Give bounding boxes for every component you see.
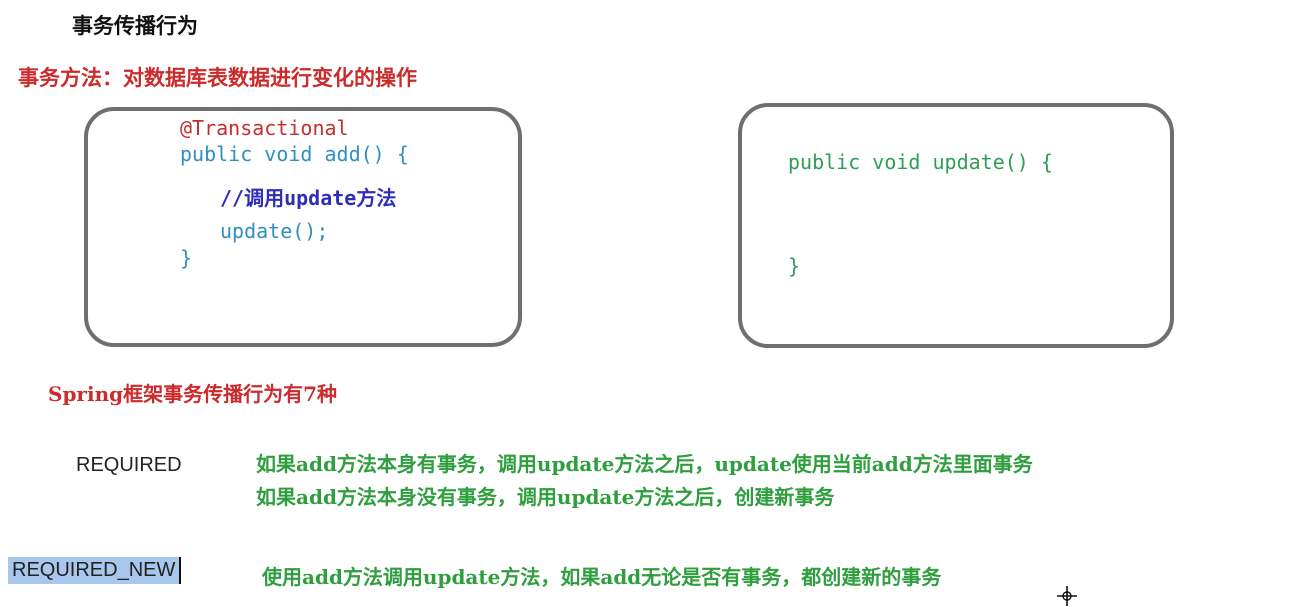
update-method-close-brace: }: [788, 254, 801, 278]
add-method-signature: public void add() {: [180, 142, 409, 166]
required-description-line-1: 如果add方法本身有事务，调用update方法之后，update使用当前add方…: [256, 452, 1033, 476]
spring-propagation-heading: Spring框架事务传播行为有7种: [48, 382, 338, 406]
update-method-box: [738, 103, 1174, 348]
add-method-close-brace: }: [180, 246, 193, 270]
required-description-line-2: 如果add方法本身没有事务，调用update方法之后，创建新事务: [256, 485, 835, 509]
add-method-box: [84, 107, 522, 347]
update-call-statement: update();: [220, 219, 329, 243]
transactional-annotation: @Transactional: [180, 116, 349, 140]
required-label: REQUIRED: [76, 454, 182, 476]
required-new-description: 使用add方法调用update方法，如果add无论是否有事务，都创建新的事务: [262, 565, 942, 589]
page-title: 事务传播行为: [72, 14, 198, 38]
update-method-signature: public void update() {: [788, 150, 1053, 174]
transaction-method-definition: 事务方法：对数据库表数据进行变化的操作: [18, 65, 417, 90]
crosshair-move-cursor-icon: [1057, 586, 1077, 606]
call-update-comment: //调用update方法: [220, 186, 397, 210]
required-new-label-selected[interactable]: REQUIRED_NEW: [8, 557, 182, 584]
